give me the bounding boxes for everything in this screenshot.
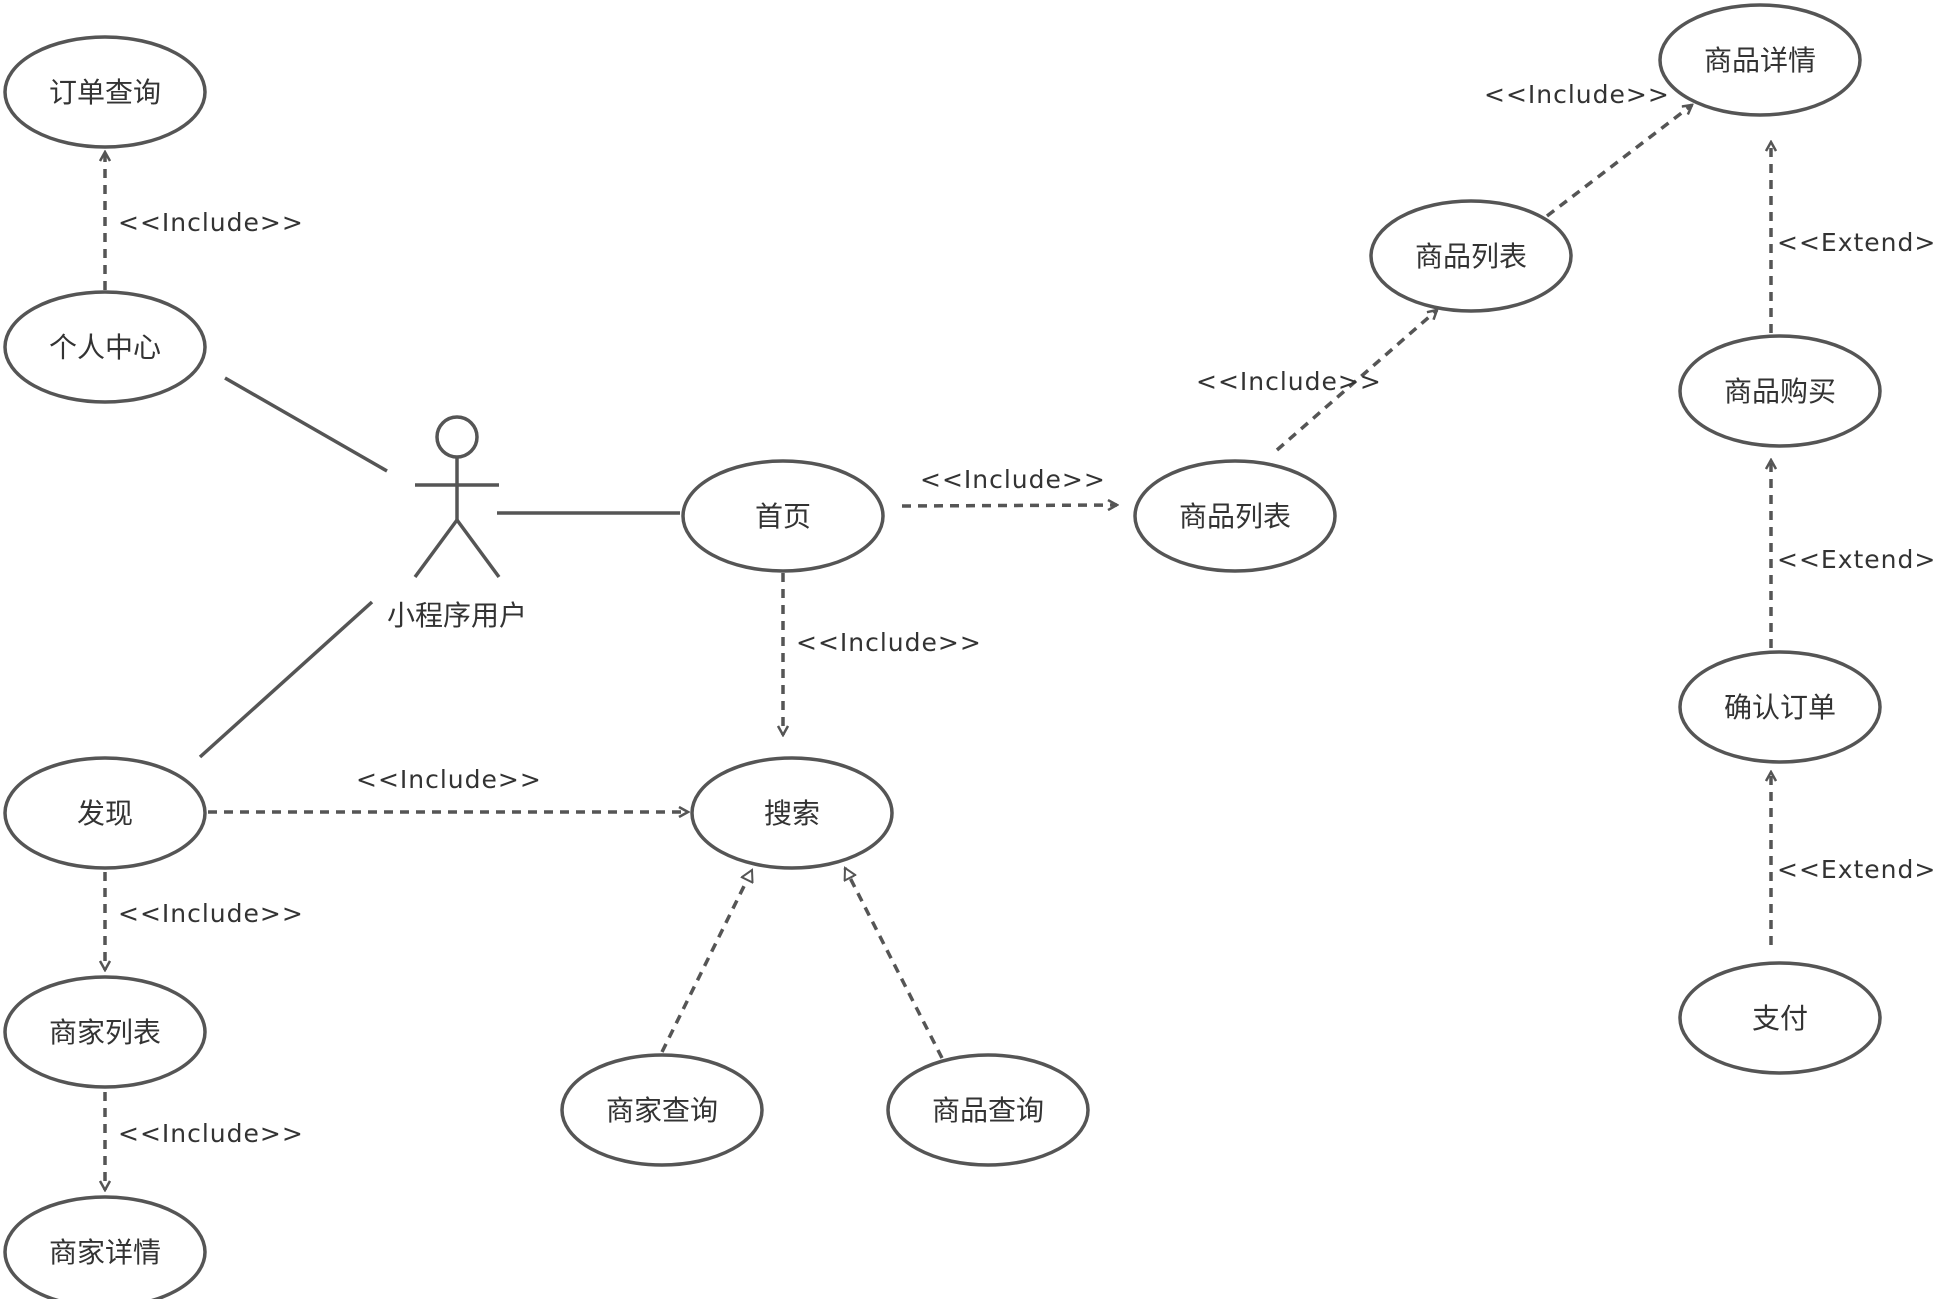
use-case-pay[interactable]: 支付	[1678, 961, 1882, 1075]
label-extend-purchase-detail: <<Extend>>	[1777, 228, 1936, 257]
label-include-home-list: <<Include>>	[920, 465, 1106, 494]
actor-right-leg	[455, 518, 501, 579]
svg-text:发现: 发现	[77, 797, 133, 830]
svg-text:商品详情: 商品详情	[1704, 44, 1816, 77]
label-include-merchant-detail: <<Include>>	[118, 1119, 304, 1148]
assoc-actor-personal-center	[224, 376, 388, 473]
label-include-home-search: <<Include>>	[796, 628, 982, 657]
use-case-discover[interactable]: 发现	[3, 756, 207, 870]
use-case-order-query[interactable]: 订单查询	[3, 35, 207, 149]
actor-name: 小程序用户	[387, 599, 527, 632]
svg-text:商家查询: 商家查询	[606, 1094, 718, 1127]
use-case-merchant-query[interactable]: 商家查询	[560, 1053, 764, 1167]
use-case-product-list-1[interactable]: 商品列表	[1133, 459, 1337, 573]
use-case-merchant-list[interactable]: 商家列表	[3, 975, 207, 1089]
svg-text:支付: 支付	[1752, 1002, 1808, 1035]
use-case-confirm-order[interactable]: 确认订单	[1678, 650, 1882, 764]
use-case-product-purchase[interactable]: 商品购买	[1678, 334, 1882, 448]
label-extend-pay-confirm: <<Extend>>	[1777, 855, 1936, 884]
svg-text:商家详情: 商家详情	[49, 1236, 161, 1269]
actor-left-leg	[413, 518, 459, 579]
label-include-list-list: <<Include>>	[1196, 367, 1382, 396]
generalize-merchant-query-search	[660, 870, 752, 1053]
use-case-product-list-2[interactable]: 商品列表	[1369, 199, 1573, 313]
include-product-list-product-list	[1275, 310, 1437, 452]
label-include-personal-order: <<Include>>	[118, 208, 304, 237]
use-case-personal-center[interactable]: 个人中心	[3, 290, 207, 404]
svg-text:商品查询: 商品查询	[932, 1094, 1044, 1127]
use-case-home[interactable]: 首页	[681, 459, 885, 573]
svg-text:商品列表: 商品列表	[1179, 500, 1291, 533]
svg-text:商家列表: 商家列表	[49, 1016, 161, 1049]
assoc-actor-discover	[198, 600, 374, 759]
use-case-product-query[interactable]: 商品查询	[886, 1053, 1090, 1167]
use-case-search[interactable]: 搜索	[690, 756, 894, 870]
use-case-product-detail[interactable]: 商品详情	[1658, 3, 1862, 117]
label-include-discover-merchant: <<Include>>	[118, 899, 304, 928]
label-include-list-detail: <<Include>>	[1484, 80, 1670, 109]
actor-user[interactable]: 小程序用户	[387, 415, 527, 632]
svg-text:首页: 首页	[755, 500, 811, 533]
actor-head	[435, 415, 479, 459]
svg-text:订单查询: 订单查询	[49, 76, 161, 109]
svg-text:个人中心: 个人中心	[49, 331, 161, 364]
generalize-product-query-search	[843, 868, 944, 1059]
use-case-merchant-detail[interactable]: 商家详情	[3, 1195, 207, 1299]
label-include-discover-search: <<Include>>	[356, 765, 542, 794]
include-home-product-list	[901, 505, 1117, 506]
include-product-list-product-detail	[1545, 105, 1692, 218]
svg-text:确认订单: 确认订单	[1724, 691, 1836, 724]
svg-text:商品购买: 商品购买	[1724, 375, 1836, 408]
svg-text:搜索: 搜索	[764, 797, 820, 830]
svg-text:商品列表: 商品列表	[1415, 240, 1527, 273]
label-extend-confirm-purchase: <<Extend>>	[1777, 545, 1936, 574]
